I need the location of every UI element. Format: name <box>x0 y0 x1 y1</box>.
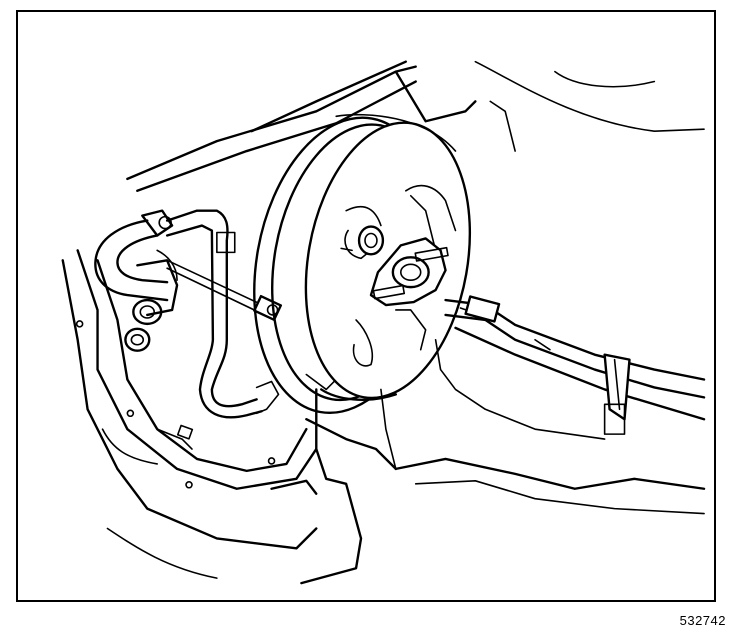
cowl-panel <box>126 60 705 192</box>
booster-drum <box>253 113 472 415</box>
mounting-bolt <box>166 259 283 321</box>
figure-number: 532742 <box>679 613 726 628</box>
vacuum-hose <box>94 209 280 419</box>
mounting-flange <box>340 225 449 307</box>
lower-structure <box>270 338 706 585</box>
brake-lines <box>444 295 706 435</box>
brake-booster-illustration <box>61 60 706 585</box>
firewall-panel <box>61 249 318 579</box>
illustration-frame <box>16 10 716 602</box>
